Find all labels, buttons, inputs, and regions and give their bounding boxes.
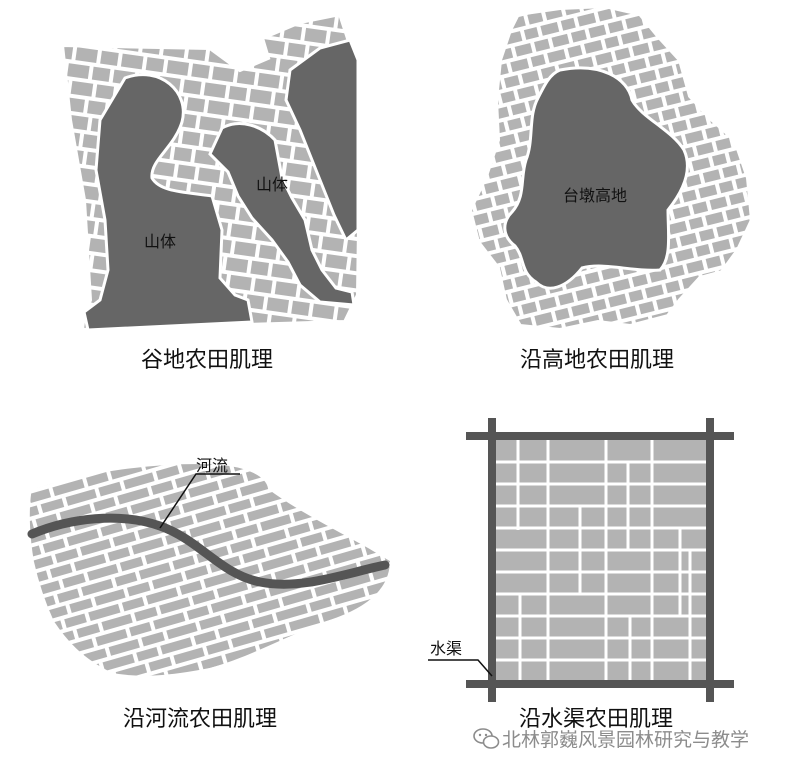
canal-field-area [496,440,706,680]
canal-leader-line [428,659,493,677]
valley-mountain-right [208,122,356,307]
mountain-label-1: 山体 [144,232,176,251]
canal-panel: 水渠 沿水渠农田肌理 [428,418,734,732]
river-channel [27,513,390,589]
wechat-icon [473,728,500,749]
valley-caption: 谷地农田肌理 [141,348,273,373]
valley-panel: 山体 山体 谷地农田肌理 [59,11,363,373]
river-field-area [25,459,395,680]
watermark: 北林郭巍风景园林研究与教学 [473,728,749,751]
river-panel: 河流 沿河流农田肌理 [25,456,395,732]
highland-panel: 台墩高地 沿高地农田肌理 [467,3,755,373]
highland-label: 台墩高地 [563,186,627,205]
valley-mountain-left [82,73,254,332]
river-caption: 沿河流农田肌理 [123,707,277,732]
highland-mound [503,66,689,290]
canal-field-grid [496,440,706,680]
river-leader-line [159,473,240,529]
canal-label: 水渠 [430,639,462,658]
highland-caption: 沿高地农田肌理 [520,348,674,373]
river-label: 河流 [196,456,228,475]
canal-caption: 沿水渠农田肌理 [519,707,673,732]
mountain-label-2: 山体 [256,175,288,194]
valley-mountain-top [284,38,360,243]
watermark-text: 北林郭巍风景园林研究与教学 [502,729,749,751]
